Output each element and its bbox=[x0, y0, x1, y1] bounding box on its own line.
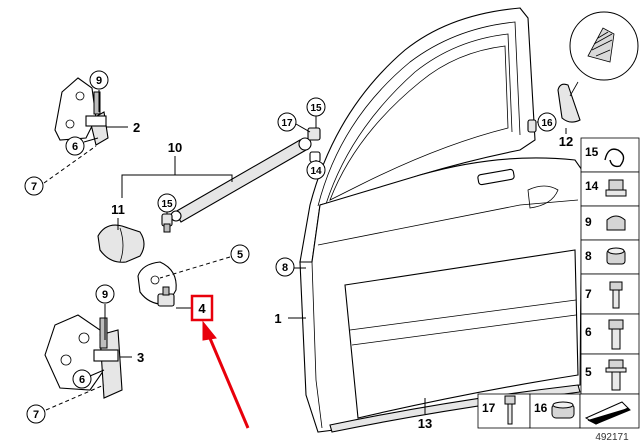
svg-text:16: 16 bbox=[541, 118, 553, 129]
part-11-stop-buffer[interactable] bbox=[97, 224, 145, 263]
svg-text:9: 9 bbox=[96, 75, 102, 87]
svg-text:15: 15 bbox=[310, 103, 322, 114]
callout-7-upper[interactable]: 7 bbox=[24, 176, 44, 196]
svg-text:2: 2 bbox=[133, 120, 140, 135]
svg-text:3: 3 bbox=[137, 350, 144, 365]
svg-text:6: 6 bbox=[72, 141, 78, 153]
callout-10[interactable]: 10 bbox=[168, 140, 182, 155]
svg-text:14: 14 bbox=[310, 166, 322, 177]
legend-item-8[interactable]: 8 bbox=[580, 239, 640, 275]
callout-13[interactable]: 13 bbox=[418, 416, 432, 431]
svg-text:5: 5 bbox=[585, 365, 592, 379]
plastic-clip-icon bbox=[551, 401, 575, 419]
part-14-upper-nut[interactable] bbox=[307, 127, 321, 163]
callout-11[interactable]: 11 bbox=[111, 202, 125, 217]
callout-12[interactable]: 12 bbox=[559, 134, 573, 149]
flange-nut-icon bbox=[605, 179, 627, 197]
svg-text:12: 12 bbox=[559, 134, 573, 149]
callout-17[interactable]: 17 bbox=[277, 112, 297, 132]
legend-item-17[interactable]: 17 bbox=[477, 393, 531, 429]
svg-text:11: 11 bbox=[111, 202, 125, 217]
part-15-strap-bolt[interactable] bbox=[161, 213, 173, 233]
svg-text:1: 1 bbox=[274, 311, 281, 326]
legend-item-15[interactable]: 15 bbox=[580, 137, 640, 173]
svg-text:8: 8 bbox=[585, 249, 592, 263]
svg-text:4: 4 bbox=[198, 301, 206, 316]
part-2-upper-hinge[interactable] bbox=[54, 77, 109, 146]
legend-item-5[interactable]: 5 bbox=[580, 353, 640, 395]
svg-text:17: 17 bbox=[281, 118, 293, 129]
legend-item-16[interactable]: 16 bbox=[529, 393, 581, 429]
callout-3[interactable]: 3 bbox=[137, 350, 144, 365]
callout-14[interactable]: 14 bbox=[306, 160, 326, 180]
flange-bolt-icon bbox=[605, 359, 627, 391]
callout-15-strap[interactable]: 15 bbox=[157, 193, 177, 213]
part-3-lower-hinge[interactable] bbox=[44, 314, 123, 399]
callout-4-highlighted[interactable]: 4 bbox=[190, 294, 214, 322]
svg-text:13: 13 bbox=[418, 416, 432, 431]
part-10-door-check-strap[interactable] bbox=[170, 137, 312, 223]
red-pointer-arrow bbox=[202, 320, 250, 429]
spring-clip-icon bbox=[604, 148, 625, 168]
door-handle[interactable] bbox=[477, 168, 515, 186]
legend-item-14[interactable]: 14 bbox=[580, 171, 640, 207]
part-16-door-clip[interactable] bbox=[527, 119, 537, 133]
svg-text:7: 7 bbox=[585, 287, 592, 301]
detail-circle-inset bbox=[569, 11, 639, 97]
svg-text:15: 15 bbox=[585, 145, 599, 159]
svg-text:14: 14 bbox=[585, 179, 599, 193]
svg-text:5: 5 bbox=[237, 249, 243, 261]
torx-bolt-icon bbox=[609, 281, 623, 309]
callout-9-lower[interactable]: 9 bbox=[95, 284, 115, 304]
image-id-label: 492171 bbox=[595, 432, 629, 443]
callout-9-upper[interactable]: 9 bbox=[89, 70, 109, 90]
callout-1[interactable]: 1 bbox=[274, 311, 281, 326]
leader-lines bbox=[43, 90, 567, 414]
svg-text:10: 10 bbox=[168, 140, 182, 155]
callout-6-lower[interactable]: 6 bbox=[72, 369, 92, 389]
callout-8[interactable]: 8 bbox=[275, 257, 295, 277]
callout-labels: 9 2 6 7 10 11 15 5 4 bbox=[24, 70, 573, 431]
fastener-legend: 15 14 9 8 bbox=[477, 137, 640, 429]
callout-5[interactable]: 5 bbox=[230, 244, 250, 264]
svg-text:7: 7 bbox=[33, 409, 39, 421]
part-4-bolt[interactable] bbox=[157, 286, 175, 307]
callout-2[interactable]: 2 bbox=[133, 120, 140, 135]
screw-bolt-icon bbox=[504, 395, 516, 425]
svg-text:16: 16 bbox=[534, 401, 548, 415]
callout-7-lower[interactable]: 7 bbox=[26, 404, 46, 424]
svg-text:6: 6 bbox=[79, 374, 85, 386]
svg-text:6: 6 bbox=[585, 325, 592, 339]
svg-text:492171: 492171 bbox=[595, 432, 629, 443]
callout-6-upper[interactable]: 6 bbox=[65, 136, 85, 156]
part-12-triangle-cover[interactable] bbox=[557, 83, 581, 123]
legend-item-7[interactable]: 7 bbox=[580, 273, 640, 315]
svg-text:9: 9 bbox=[102, 289, 108, 301]
callout-15[interactable]: 15 bbox=[306, 97, 326, 117]
hex-nut-icon bbox=[606, 247, 626, 265]
hex-bolt-icon bbox=[608, 319, 624, 350]
svg-text:17: 17 bbox=[482, 401, 496, 415]
legend-item-6[interactable]: 6 bbox=[580, 313, 640, 355]
cap-nut-icon bbox=[606, 215, 626, 231]
svg-text:8: 8 bbox=[282, 262, 288, 274]
front-door-panel[interactable] bbox=[299, 7, 583, 433]
svg-text:15: 15 bbox=[161, 199, 173, 210]
svg-text:9: 9 bbox=[585, 215, 592, 229]
callout-16[interactable]: 16 bbox=[537, 112, 557, 132]
svg-text:7: 7 bbox=[31, 181, 37, 193]
legend-item-9[interactable]: 9 bbox=[580, 205, 640, 241]
legend-arrow-box[interactable] bbox=[579, 393, 640, 429]
